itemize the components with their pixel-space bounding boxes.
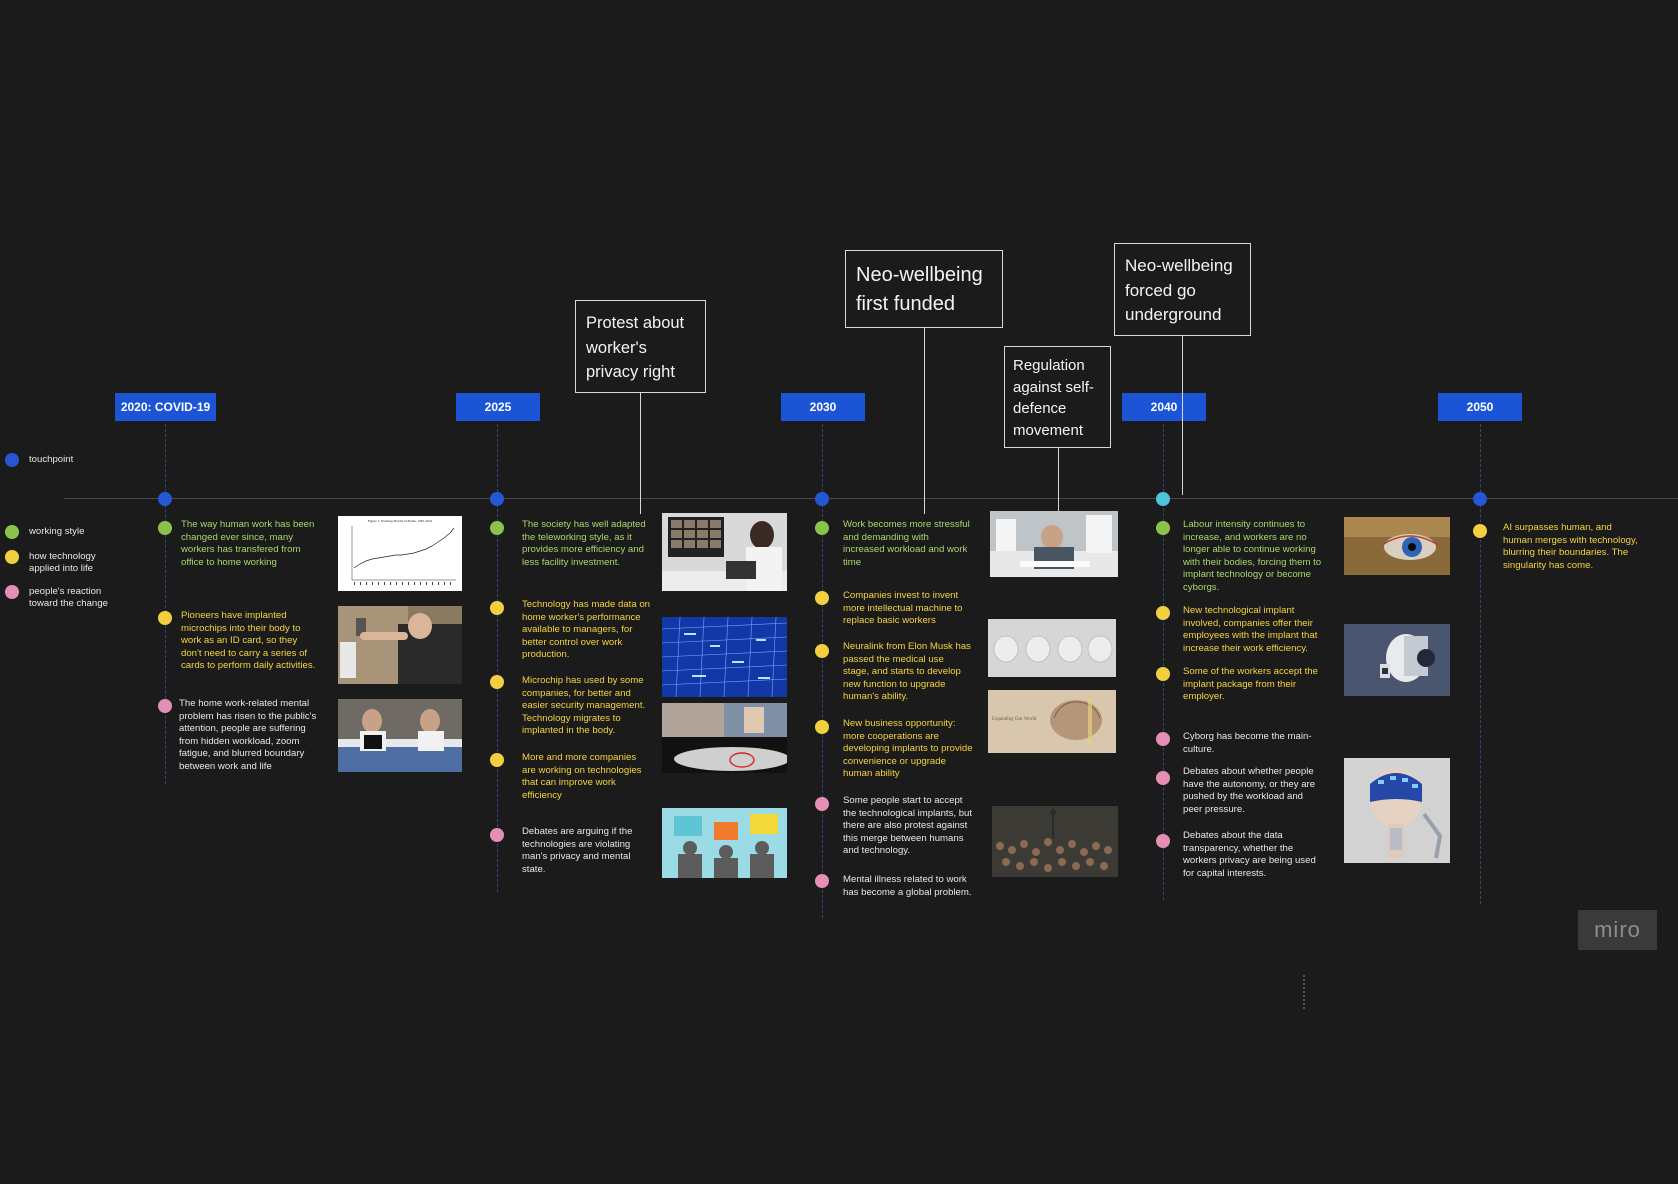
entry-dot-tech2-2040 xyxy=(1156,667,1170,681)
callout-protest-connector xyxy=(640,393,641,514)
entry-text-tech1-2030: Companies invest to invent more intellec… xyxy=(843,590,963,627)
image-expanding-world-brain: Expanding Our World xyxy=(988,690,1116,753)
legend-technology-dot xyxy=(5,550,19,564)
entry-text-tech2-2030: Neuralink from Elon Musk has passed the … xyxy=(843,641,971,703)
image-microchip-door-scan xyxy=(338,606,462,684)
entry-text-tech-2020: Pioneers have implanted microchips into … xyxy=(181,610,316,672)
legend-working-style-dot xyxy=(5,525,19,539)
entry-text-working-2020: The way human work has been changed ever… xyxy=(181,519,315,568)
legend-technology-label: how technology applied into life xyxy=(29,551,96,574)
year-label-2020: 2020: COVID-19 xyxy=(115,393,216,421)
entry-dot-reaction-2020 xyxy=(158,699,172,713)
callout-regulation-self-defence: Regulation against self-defence movement xyxy=(1004,346,1111,448)
entry-text-reaction2-2040: Debates about whether people have the au… xyxy=(1183,766,1316,815)
entry-text-reaction-2025: Debates are arguing if the technologies … xyxy=(522,826,633,875)
guide-line-2020 xyxy=(165,424,166,784)
legend-touchpoint-label: touchpoint xyxy=(29,454,74,465)
entry-dot-tech3-2030 xyxy=(815,720,829,734)
image-working-mobile-chart: Figure 1. Working Mobile in Home, 1981-2… xyxy=(338,516,462,591)
image-stressed-office-worker xyxy=(990,511,1118,577)
image-robot-heads xyxy=(988,619,1116,677)
entry-dot-reaction1-2030 xyxy=(815,797,829,811)
entry-text-working-2030: Work becomes more stressful and demandin… xyxy=(843,519,970,568)
entry-dot-working-2040 xyxy=(1156,521,1170,535)
image-data-grid xyxy=(662,617,787,697)
year-label-2025: 2025 xyxy=(456,393,540,421)
entry-dot-reaction2-2030 xyxy=(815,874,829,888)
image-protest-signs xyxy=(662,808,787,878)
guide-line-2040 xyxy=(1163,424,1164,900)
entry-text-tech-2050: AI surpasses human, and human merges wit… xyxy=(1503,522,1638,571)
callout-neo-wellbeing-underground: Neo-wellbeing forced go underground xyxy=(1114,243,1251,336)
touchpoint-node-2020[interactable] xyxy=(158,492,172,506)
image-cyborg-headphones xyxy=(1344,624,1450,696)
guide-line-2030 xyxy=(822,424,823,918)
image-cyborg-back-head xyxy=(1344,758,1450,863)
callout-protest-privacy: Protest about worker's privacy right xyxy=(575,300,706,393)
entry-text-reaction3-2040: Debates about the data transparency, whe… xyxy=(1183,830,1316,879)
entry-text-working-2025: The society has well adapted the telewor… xyxy=(522,519,646,568)
entry-dot-tech2-2030 xyxy=(815,644,829,658)
entry-dot-tech3-2025 xyxy=(490,753,504,767)
legend-working-style-label: working style xyxy=(29,526,85,537)
entry-dot-working-2020 xyxy=(158,521,172,535)
entry-text-reaction1-2040: Cyborg has become the main-culture. xyxy=(1183,731,1312,755)
image-brain-caption: Expanding Our World xyxy=(992,717,1037,722)
image-cyborg-eye xyxy=(1344,517,1450,575)
year-label-2050: 2050 xyxy=(1438,393,1522,421)
entry-text-reaction-2020: The home work-related mental problem has… xyxy=(179,698,317,772)
image-home-workers-bed xyxy=(338,699,462,772)
year-label-2040: 2040 xyxy=(1122,393,1206,421)
entry-dot-tech-2020 xyxy=(158,611,172,625)
entry-dot-working-2030 xyxy=(815,521,829,535)
entry-text-tech2-2040: Some of the workers accept the implant p… xyxy=(1183,666,1318,703)
miro-watermark[interactable]: miro xyxy=(1578,910,1657,950)
entry-text-reaction2-2030: Mental illness related to work has becom… xyxy=(843,874,972,898)
guide-line-2050 xyxy=(1480,424,1481,904)
entry-text-tech3-2030: New business opportunity: more cooperati… xyxy=(843,718,973,780)
entry-dot-tech1-2030 xyxy=(815,591,829,605)
entry-dot-reaction1-2040 xyxy=(1156,732,1170,746)
entry-dot-reaction-2025 xyxy=(490,828,504,842)
callout-funded-connector xyxy=(924,328,925,514)
entry-dot-tech1-2040 xyxy=(1156,606,1170,620)
entry-dot-tech1-2025 xyxy=(490,601,504,615)
touchpoint-node-2040[interactable] xyxy=(1156,492,1170,506)
entry-text-tech1-2040: New technological implant involved, comp… xyxy=(1183,605,1318,654)
entry-text-tech2-2025: Microchip has used by some companies, fo… xyxy=(522,675,646,737)
callout-regulation-connector xyxy=(1058,448,1059,514)
touchpoint-node-2030[interactable] xyxy=(815,492,829,506)
entry-text-tech1-2025: Technology has made data on home worker'… xyxy=(522,599,651,661)
callout-neo-wellbeing-funded: Neo-wellbeing first funded xyxy=(845,250,1003,328)
guide-line-2025 xyxy=(497,424,498,892)
timeline-axis xyxy=(64,498,1678,499)
callout-underground-connector xyxy=(1182,336,1183,495)
entry-dot-tech2-2025 xyxy=(490,675,504,689)
entry-dot-working-2025 xyxy=(490,521,504,535)
touchpoint-node-2025[interactable] xyxy=(490,492,504,506)
scroll-handle[interactable] xyxy=(1303,975,1307,1009)
entry-text-tech3-2025: More and more companies are working on t… xyxy=(522,752,642,801)
legend-touchpoint-dot xyxy=(5,453,19,467)
year-label-2030: 2030 xyxy=(781,393,865,421)
entry-text-working-2040: Labour intensity continues to increase, … xyxy=(1183,519,1322,593)
touchpoint-node-2050[interactable] xyxy=(1473,492,1487,506)
image-video-call-worker xyxy=(662,513,787,591)
entry-dot-reaction2-2040 xyxy=(1156,771,1170,785)
image-microchip-hand xyxy=(662,703,787,773)
legend-reaction-label: people's reaction toward the change xyxy=(29,586,108,609)
legend-reaction-dot xyxy=(5,585,19,599)
entry-text-reaction1-2030: Some people start to accept the technolo… xyxy=(843,795,973,857)
image-protest-crowd xyxy=(992,806,1118,877)
entry-dot-tech-2050 xyxy=(1473,524,1487,538)
image-chart-caption: Figure 1. Working Mobile in Home, 1981-2… xyxy=(368,519,433,524)
entry-dot-reaction3-2040 xyxy=(1156,834,1170,848)
